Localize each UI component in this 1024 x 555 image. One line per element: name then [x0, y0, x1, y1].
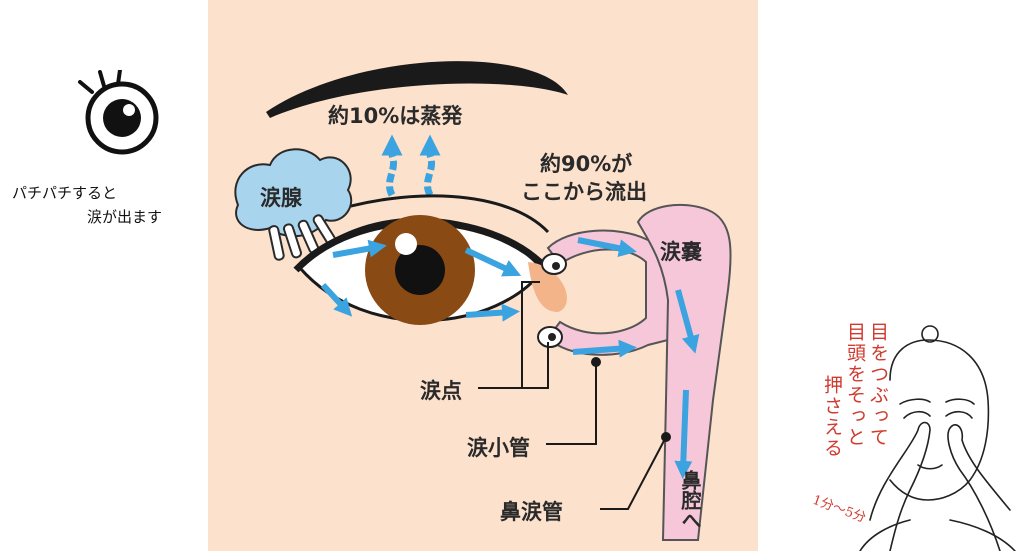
caption-line-2: 涙が出ます: [87, 208, 163, 226]
tear-flow-diagram: 約10%は蒸発 約90%が ここから流出 涙腺 涙嚢 涙点 涙小管 鼻涙管 鼻腔…: [208, 0, 758, 551]
caption-line-1: パチパチすると: [12, 184, 118, 202]
pupil: [395, 245, 445, 295]
note-column-3: 押さえる: [821, 375, 843, 459]
evaporation-label: 約10%は蒸発: [328, 104, 463, 128]
evaporation-arrows: [381, 134, 441, 197]
lacrimal-gland-label: 涙腺: [260, 186, 302, 210]
eye-surface-arrows: [320, 239, 522, 322]
eye-icon: [70, 68, 170, 160]
pupil-highlight: [395, 233, 417, 255]
head-outline: [889, 339, 990, 501]
lacrimal-sac-label: 涙嚢: [660, 240, 702, 264]
eyebrow: [266, 61, 568, 118]
lacrimal-punctum-label: 涙点: [420, 379, 462, 403]
eye-press-illustration: [800, 320, 1024, 552]
lacrimal-gland: [234, 148, 353, 261]
drainage-arrows: [572, 237, 700, 479]
leader-lines: [478, 281, 671, 510]
note-column-1: 目をつぶって: [867, 322, 889, 448]
outflow-label-line-2: ここから流出: [521, 180, 647, 204]
upper-eyelid: [319, 194, 550, 234]
nasolacrimal-duct-label: 鼻涙管: [500, 500, 563, 524]
right-hand: [947, 424, 1011, 552]
outflow-label-line-1: 約90%が: [540, 152, 633, 176]
nasal-cavity-label: 鼻腔へ: [678, 470, 702, 530]
inner-corner: [528, 262, 567, 312]
left-hand: [869, 421, 931, 552]
note-column-2: 目頭をそっと: [844, 322, 866, 448]
canaliculus-label: 涙小管: [467, 436, 530, 460]
